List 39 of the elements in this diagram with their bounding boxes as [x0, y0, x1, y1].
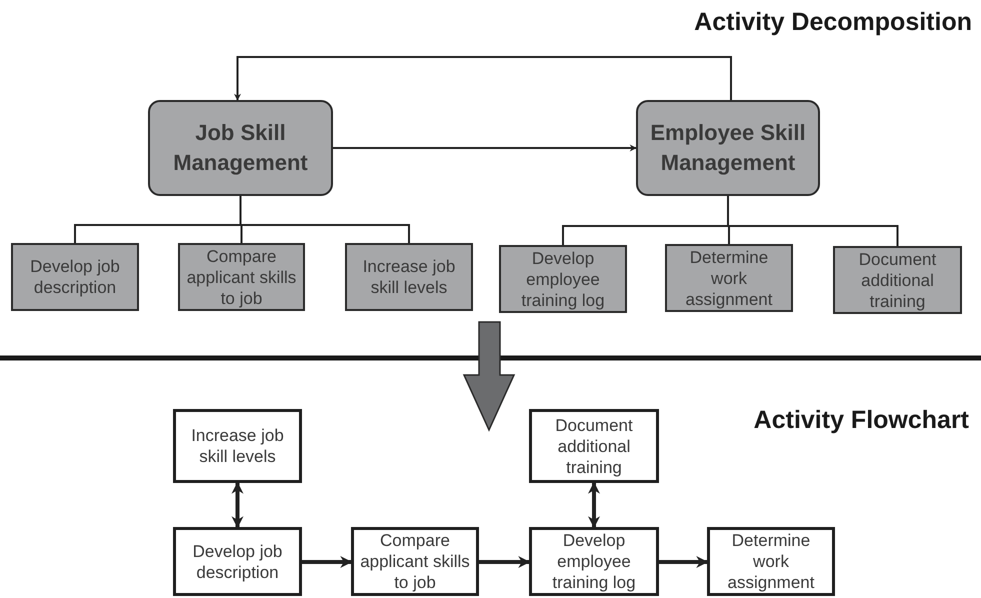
- box-text: Develop employee training log: [520, 248, 606, 310]
- flowchart-box: [707, 527, 835, 596]
- flowchart-box: [173, 409, 302, 483]
- flowchart-box: [529, 527, 659, 596]
- box-text: Develop employee training log: [551, 530, 637, 593]
- flowchart-box: [173, 527, 302, 596]
- flowchart-box: [529, 409, 659, 483]
- arrow: [302, 556, 352, 568]
- arrow: [333, 144, 637, 152]
- activity-box: [11, 243, 139, 311]
- activity-box: [499, 245, 627, 313]
- connector-line: [727, 196, 898, 246]
- arrow: [232, 482, 244, 528]
- process-box: [148, 100, 333, 196]
- box-text: Develop job description: [192, 540, 284, 582]
- box-text: Job Skill Management: [172, 119, 309, 177]
- arrow: [234, 56, 732, 101]
- activity-box: [178, 243, 305, 311]
- box-text: Develop job description: [29, 256, 121, 298]
- process-box: [636, 100, 820, 196]
- flowchart-box: [351, 527, 479, 596]
- activity-box: [665, 244, 793, 312]
- section-heading: Activity Flowchart: [754, 405, 969, 436]
- activity-box: [833, 246, 962, 314]
- box-text: Compare applicant skills to job: [359, 530, 471, 593]
- box-text: Document additional training: [858, 248, 938, 312]
- arrow: [479, 556, 530, 568]
- box-text: Determine work assignment: [726, 530, 816, 593]
- box-text: Determine work assignment: [684, 246, 774, 310]
- box-text: Document additional training: [554, 414, 634, 478]
- box-text: Increase job skill levels: [190, 425, 285, 467]
- arrow: [588, 482, 600, 528]
- box-text: Compare applicant skills to job: [186, 246, 298, 308]
- box-text: Employee Skill Management: [649, 119, 807, 177]
- box-text: Increase job skill levels: [362, 256, 456, 298]
- section-heading: Activity Decomposition: [694, 7, 972, 38]
- connector-line: [240, 196, 410, 243]
- arrow: [659, 556, 708, 568]
- activity-box: [345, 243, 473, 311]
